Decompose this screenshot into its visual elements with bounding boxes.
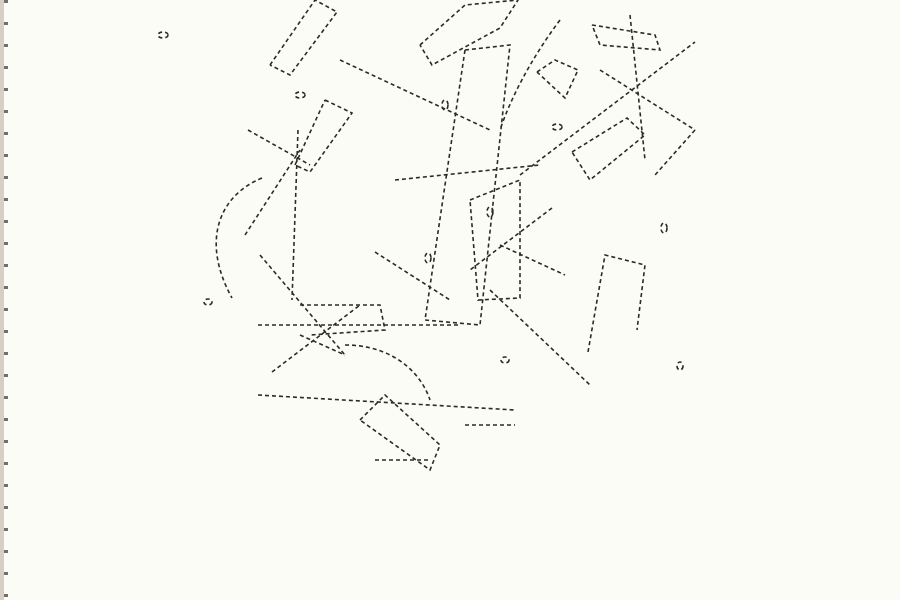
line xyxy=(271,304,361,373)
rectangles xyxy=(269,0,662,472)
perforation-marks xyxy=(4,0,8,600)
rect-top-right xyxy=(591,24,662,51)
loop xyxy=(157,31,169,39)
rect-upper-mid xyxy=(293,99,354,174)
rect-diamond xyxy=(536,59,580,100)
loop xyxy=(441,99,449,111)
loop xyxy=(676,361,684,371)
rect-bottom xyxy=(359,393,441,472)
line xyxy=(599,69,696,131)
lines xyxy=(244,14,696,461)
line xyxy=(499,244,566,276)
rect-right-small xyxy=(571,116,647,182)
line xyxy=(519,41,696,176)
line xyxy=(299,334,346,356)
loop xyxy=(294,91,306,99)
rect-lower-left xyxy=(300,304,386,336)
loop xyxy=(424,252,432,264)
rect-right-open xyxy=(587,254,646,353)
loop xyxy=(486,206,494,218)
small-loops xyxy=(157,31,684,371)
rect-tall-center xyxy=(424,44,511,326)
rect-top-left xyxy=(269,0,339,77)
rect-center-right xyxy=(469,178,521,301)
line xyxy=(247,129,311,166)
line xyxy=(654,129,696,176)
line xyxy=(394,164,541,181)
arc-left xyxy=(215,177,263,299)
line xyxy=(339,59,491,131)
curve-lower xyxy=(344,344,431,401)
curves xyxy=(215,19,561,401)
line xyxy=(259,254,346,356)
loop xyxy=(660,222,668,234)
line xyxy=(469,207,553,271)
curve-center xyxy=(499,19,561,131)
line xyxy=(244,149,301,236)
rect-top-center xyxy=(419,0,519,67)
line xyxy=(629,14,646,161)
paper-edge xyxy=(0,0,4,600)
line xyxy=(257,394,516,411)
loop xyxy=(203,298,213,306)
loop xyxy=(500,356,510,364)
line xyxy=(489,289,591,386)
loop xyxy=(551,123,563,131)
line xyxy=(291,129,299,301)
line xyxy=(374,251,451,301)
